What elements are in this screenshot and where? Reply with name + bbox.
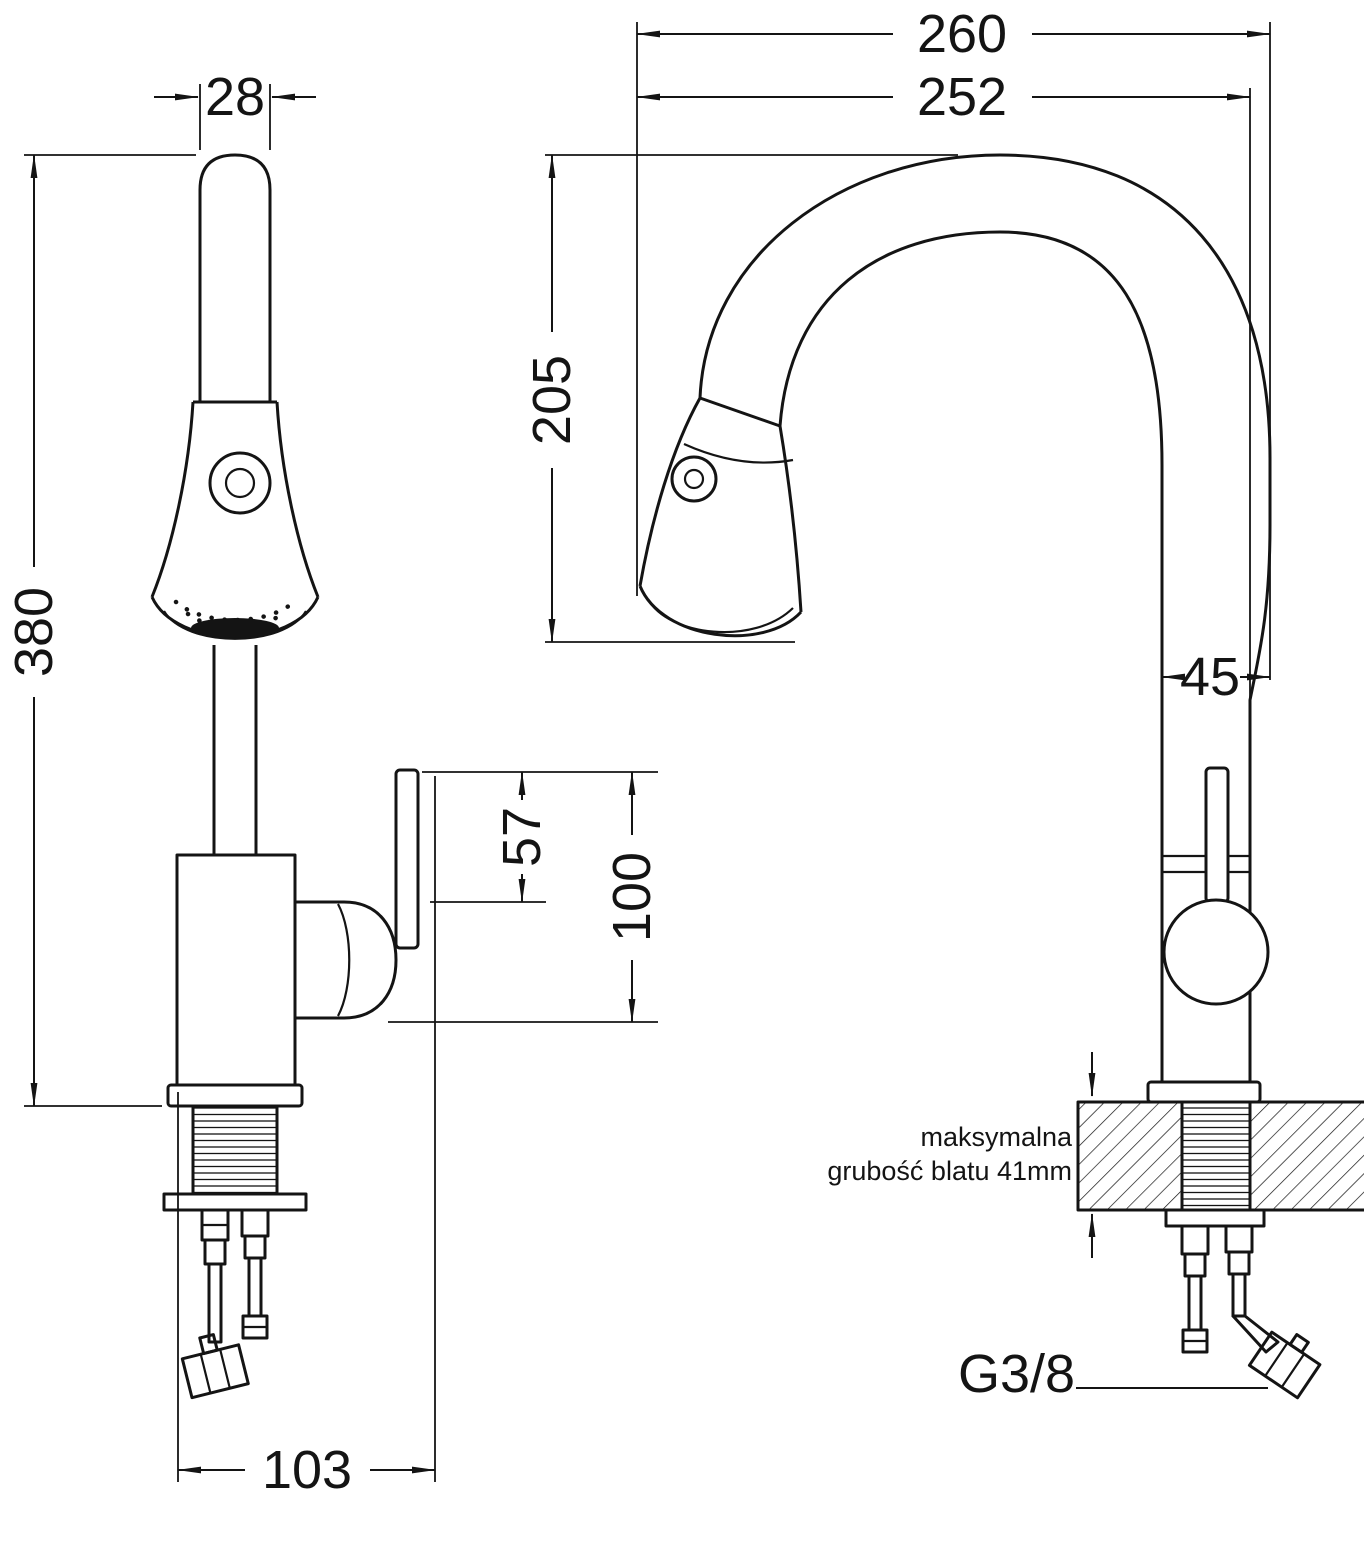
- hose-nut-left: [180, 1333, 250, 1400]
- dimension-100: 100: [388, 771, 662, 1023]
- dimensions: 28 380 103 57 100: [4, 4, 1271, 1500]
- mounting-washer-side: [1164, 1208, 1266, 1228]
- handle-lever-side: [1204, 766, 1230, 904]
- mounting-set: [162, 1083, 308, 1212]
- spray-button-icon: [208, 451, 272, 515]
- dimension-57-label: 57: [492, 807, 552, 867]
- thread-size-label: G3/8: [958, 1344, 1075, 1404]
- hose-nut-side: [1247, 1330, 1322, 1400]
- dimension-260: 260: [636, 4, 1271, 680]
- worktop-thickness-annotation: maksymalna grubość blatu 41mm: [827, 1052, 1096, 1258]
- front-view: [150, 153, 420, 1400]
- dimension-252: 252: [636, 67, 1251, 700]
- handle-barrel: [295, 900, 398, 1020]
- worktop-hatch-left: [1078, 1102, 1182, 1210]
- aerator-dots: [173, 599, 297, 623]
- supply-tube: [212, 645, 258, 855]
- worktop-note-line1: maksymalna: [920, 1122, 1073, 1152]
- dimension-380-label: 380: [4, 587, 64, 677]
- side-view: [638, 153, 1364, 1400]
- handle-assembly: [295, 768, 420, 1020]
- dimension-45-label: 45: [1180, 647, 1240, 707]
- spray-head-side: [638, 397, 702, 587]
- worktop-section: [1076, 1080, 1364, 1228]
- dimension-103: 103: [177, 776, 436, 1500]
- handle-assembly-side: [1162, 766, 1270, 1006]
- dimension-252-label: 252: [917, 67, 1007, 127]
- dimension-260-label: 260: [917, 4, 1007, 64]
- faucet-body: [175, 853, 297, 1087]
- handle-lever: [394, 768, 420, 950]
- dimension-28-label: 28: [205, 67, 265, 127]
- dimension-28: 28: [154, 67, 316, 150]
- supply-hose-left: [180, 1208, 250, 1400]
- dimension-103-label: 103: [262, 1440, 352, 1500]
- spray-button-side-icon: [670, 455, 718, 503]
- supply-hoses: [180, 1208, 270, 1400]
- supply-hoses-side: [1180, 1224, 1322, 1400]
- worktop-hatch-right: [1250, 1102, 1364, 1210]
- supply-hose-side-right: [1224, 1224, 1322, 1400]
- dimension-380: 380: [4, 154, 196, 1107]
- spout-wand: [150, 153, 320, 640]
- worktop-note-line2: grubość blatu 41mm: [827, 1156, 1072, 1186]
- gooseneck-spout: [638, 153, 1272, 1082]
- supply-hose-right: [240, 1208, 270, 1340]
- dimension-205: 205: [522, 154, 958, 643]
- mounting-plate: [162, 1192, 308, 1212]
- thread-size-annotation: G3/8: [958, 1344, 1268, 1404]
- base-flange-side: [1146, 1080, 1262, 1104]
- dimension-100-label: 100: [602, 852, 662, 942]
- threaded-shank-side: [1180, 1100, 1252, 1212]
- dimension-57: 57: [422, 771, 658, 903]
- dimension-205-label: 205: [522, 355, 582, 445]
- supply-hose-side-left: [1180, 1224, 1210, 1354]
- aerator-outlet: [191, 618, 279, 638]
- base-flange: [166, 1083, 304, 1108]
- threaded-shank: [191, 1104, 279, 1196]
- handle-ball-joint: [1162, 898, 1270, 1006]
- dimension-45: 45: [1161, 647, 1271, 707]
